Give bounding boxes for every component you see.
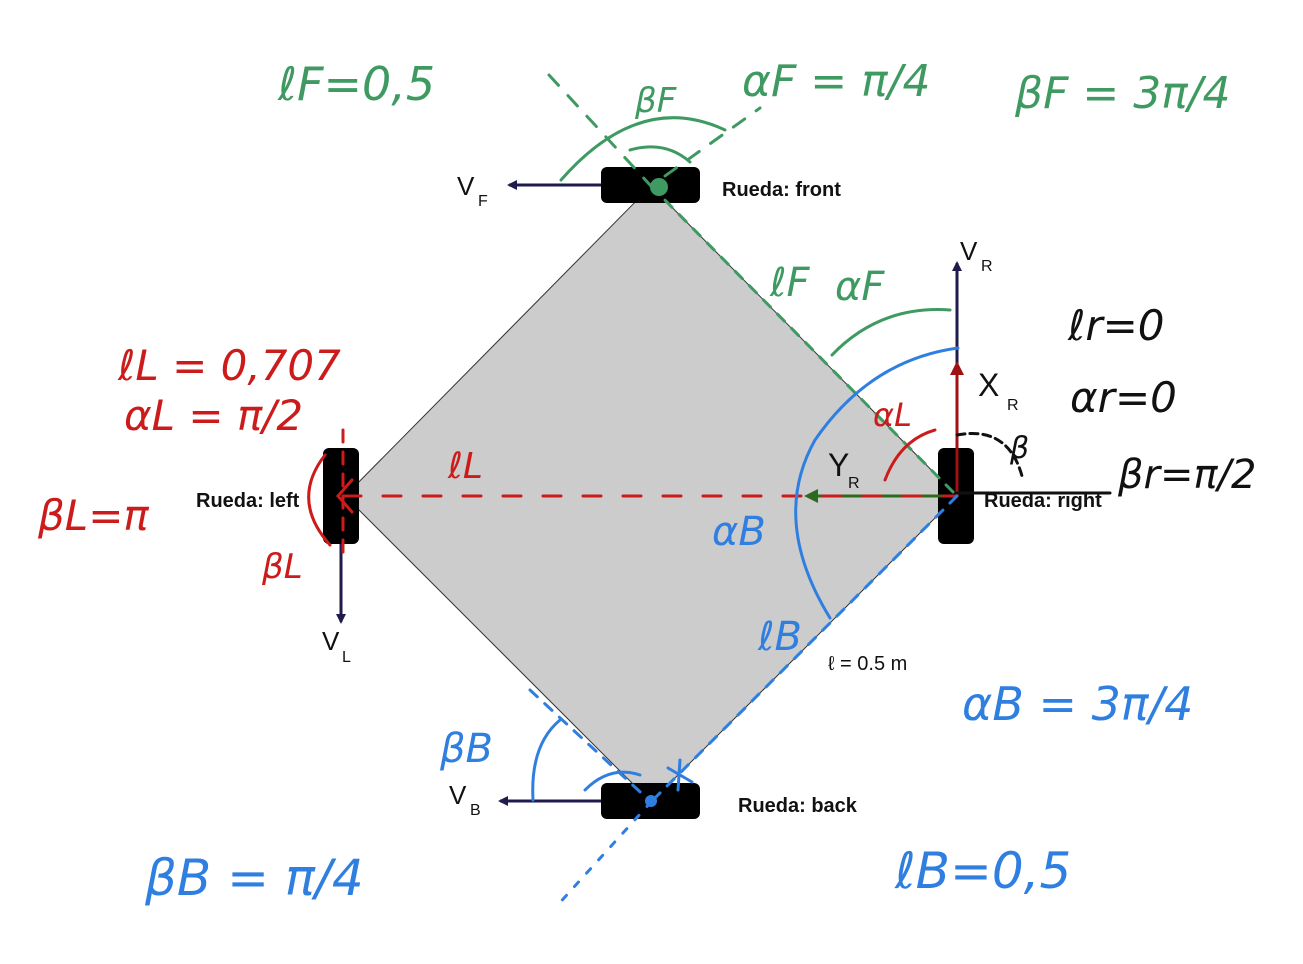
alpha-l-arc [883,428,937,482]
vl-label: V [322,626,340,656]
black-annotations [955,432,1112,495]
back-cross [666,758,694,792]
front-contact-mark [650,178,668,196]
vr-label: V [960,236,978,266]
green-l-f-mid: ℓF [769,260,811,306]
vf-label: V [457,171,475,201]
green-alpha-f-eq: αF = π/4 [742,56,930,107]
alpha-b-arc [794,346,960,620]
back-left-edge-dashed [528,688,653,804]
left-contact-arrow [336,478,354,514]
blue-alpha-b-eq: αB = 3π/4 [962,677,1193,731]
green-l-f-eq: ℓF=0,5 [277,57,435,111]
wheel-left [323,448,359,544]
green-annotations [547,73,959,498]
green-beta-f-eq: βF = 3π/4 [1014,68,1231,119]
front-diagonal-dashed [649,184,959,498]
vf-sub: F [478,193,488,210]
back-small-arc [583,770,642,792]
red-beta-l-eq: βL=π [37,491,149,540]
blue-beta-b-eq: βB = π/4 [144,849,364,907]
vb-label: V [449,780,467,810]
left-wheel-label: Rueda: left [196,490,300,512]
blue-beta-b-arc-label: βB [439,726,493,772]
xr-label: X [978,367,999,403]
back-wheel-label: Rueda: back [738,795,858,817]
blue-alpha-b-arc-label: αB [712,509,766,555]
red-alpha-l-eq: αL = π/2 [124,391,303,440]
beta-l-arc [307,453,332,547]
vl-sub: L [342,649,351,666]
black-l-r-eq: ℓr=0 [1067,301,1165,350]
xr-sub: R [1007,397,1019,414]
right-wheel-label: Rueda: right [984,490,1102,512]
back-diagonal-dashed [649,494,959,804]
black-beta-arc-label: β [1009,431,1029,466]
green-alpha-f-mid: αF [835,264,885,310]
back-contact-mark [645,795,657,807]
beta-b-arc [531,718,562,802]
blue-l-b-mid: ℓB [757,614,802,660]
front-wheel-label: Rueda: front [722,179,841,201]
green-beta-f-arc-label: βF [634,81,677,121]
red-annotations [307,428,959,562]
red-l-l-eq: ℓL = 0,707 [117,341,341,390]
beta-r-arc [955,432,1025,482]
black-beta-r-eq: βr=π/2 [1117,452,1257,498]
blue-annotations [528,346,960,910]
front-small-arc [628,145,692,164]
blue-l-b-eq: ℓB=0,5 [894,842,1071,900]
beta-f-arc [559,116,727,182]
yr-label: Y [828,447,849,483]
vb-sub: B [470,802,481,819]
length-label: ℓ = 0.5 m [828,653,907,675]
black-alpha-r-eq: αr=0 [1070,373,1177,422]
vr-sub: R [981,258,993,275]
yr-sub: R [848,475,860,492]
back-lower-dashed-ray [553,800,653,910]
red-beta-l-arc-label: βL [261,547,303,587]
red-alpha-l-arc-label: αL [873,396,912,434]
red-l-l-line-label: ℓL [447,446,483,487]
alpha-f-arc [830,308,952,357]
